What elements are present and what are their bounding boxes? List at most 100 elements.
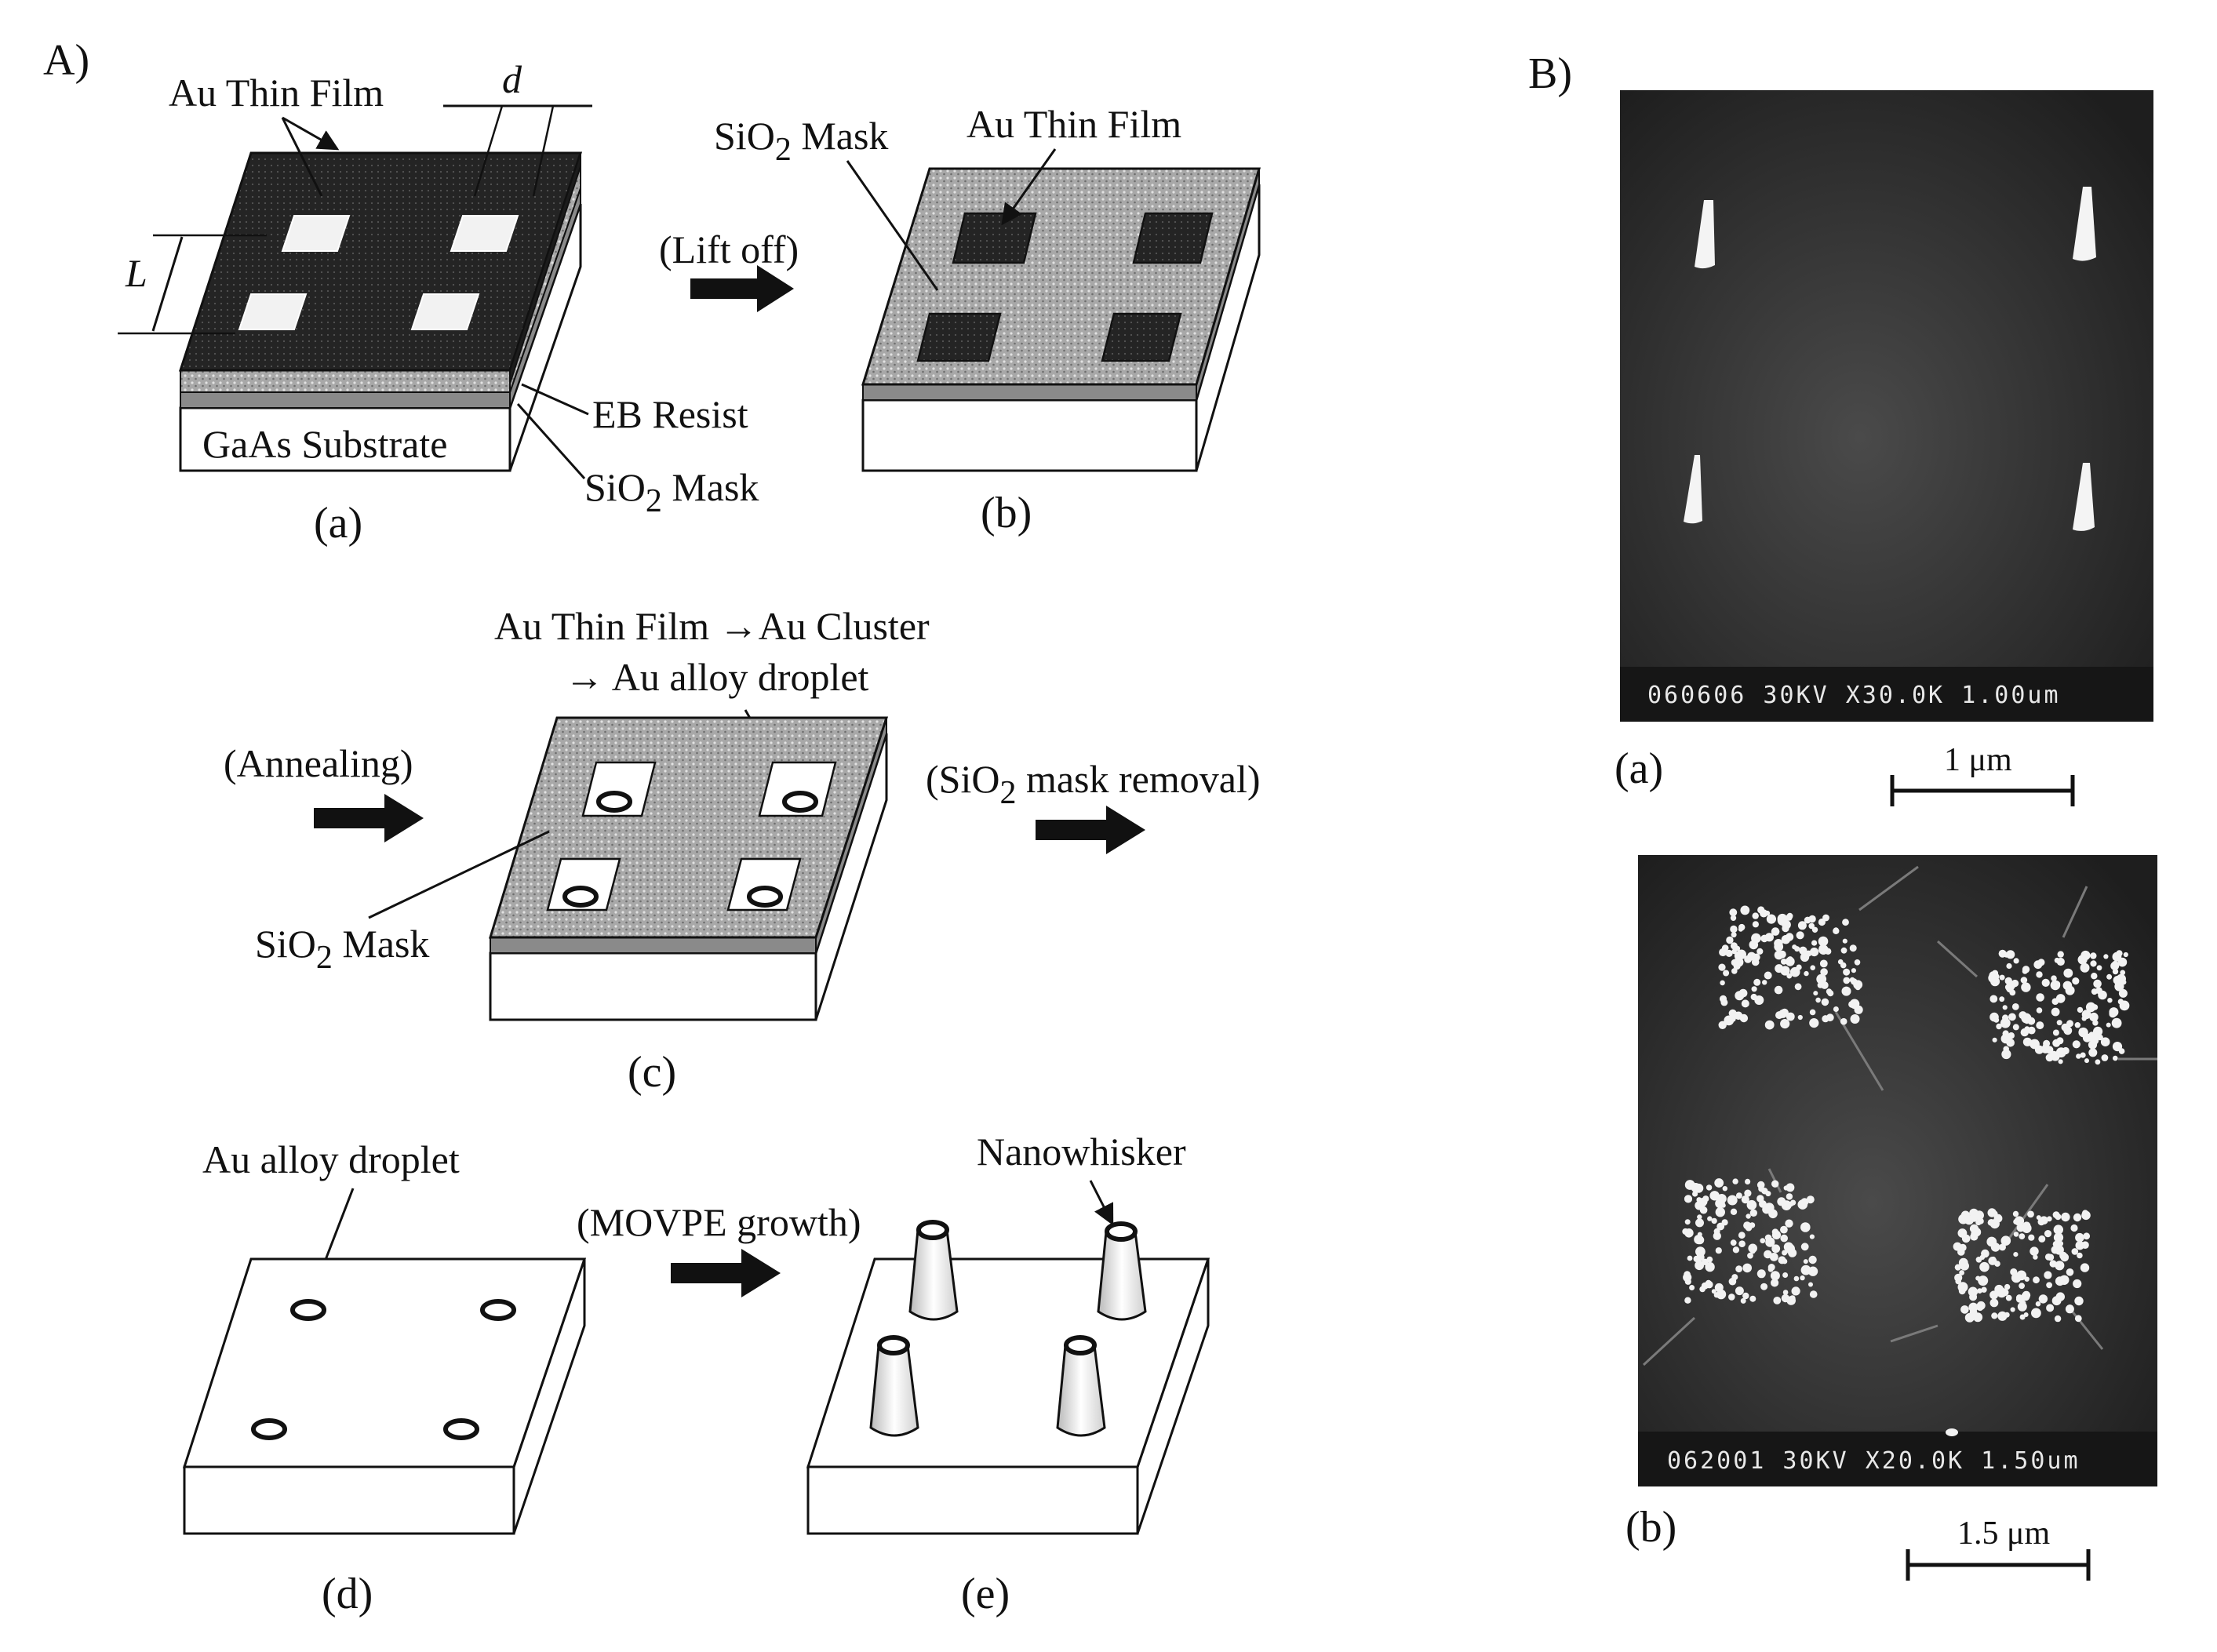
nanowire-dot [1800,1222,1811,1232]
nanowire-dot [2019,1314,2026,1320]
whisker [1056,1344,1106,1437]
nanowire-dot [1800,1275,1805,1281]
nanowire-dot [2036,993,2044,1002]
nanowire-dot [1808,922,1815,930]
whisker-tip [877,1335,910,1355]
nanowire-dot [2100,1037,2110,1046]
nanowire-dot [1837,959,1844,965]
nanowire-dot [1695,1261,1705,1271]
nanowire-dot [1764,910,1771,916]
nanowire-dot [2021,1013,2032,1024]
nanowire-dot [1797,921,1807,930]
nanowire-dot [1764,971,1772,980]
nanowire-dot [2022,1037,2032,1046]
nanowire-dot [1756,948,1764,955]
droplet-label-d: Au alloy droplet [202,1137,460,1181]
nanowire-dot [1800,1243,1809,1251]
nanowire-dot [1797,1014,1803,1021]
nanowire-dot [1969,1224,1979,1233]
nanowire-dot [2024,1026,2030,1032]
nanowire-dot [1760,934,1768,943]
nanowire-dot [2074,1296,2084,1306]
nanowire-dot [1730,915,1737,922]
sem-info-bar [1620,667,2153,722]
nanowire-dot [1718,963,1726,971]
nanowire-dot [1790,1199,1797,1206]
nanowire-dot [2088,1032,2095,1038]
nanowire-dot [1826,988,1833,995]
nanowire-dot [1707,1216,1713,1221]
nanowire-dot [2095,1059,2101,1065]
nanowire-dot [2065,985,2075,995]
nanowire-dot [1706,1256,1713,1263]
sem-info-bar [1638,1432,2157,1486]
nanowire-dot [1757,906,1765,914]
mask-removal-label: (SiO2 mask removal) [926,757,1260,811]
nanowire-dot [1976,1301,1986,1310]
nanowire-dot [1735,945,1741,952]
nanowire-dot [1996,1023,2002,1030]
nanowire-dot [1730,1239,1737,1246]
nanowire-dot [1751,933,1761,944]
nanowire-dot [2078,1027,2088,1038]
nanowire-dot [2024,1276,2030,1282]
caption-e: (e) [961,1570,1010,1618]
nanowire-dot [1738,1240,1746,1247]
nanowire-dot [2066,982,2072,988]
nanowire-dot [1822,914,1829,922]
nanowire-dot [1765,1191,1771,1197]
nanowire-dot [1969,1293,1978,1301]
nanowire-dot [1785,1219,1793,1228]
nanowire-dot [1714,1178,1724,1188]
sio2-layer-front [180,391,511,409]
nanowire-dot [1771,927,1780,936]
nanowire-dot [1842,919,1849,926]
diagram-c: (Annealing) Au Thin Film →Au Cluster → A… [224,604,1260,1097]
nanowire-dot [1815,997,1821,1003]
nanowire-dot [1971,1230,1979,1238]
nanowire-dot [2091,988,2098,995]
annealing-label: (Annealing) [224,741,413,785]
nanowire-dot [2081,1241,2089,1249]
nanowire-dot [2036,1007,2043,1013]
nanowire-dot [1999,974,2005,981]
nanowire-dot [2081,1016,2087,1021]
nanowire-dot [1760,1238,1766,1244]
nanowhisker-sem [1695,200,1715,269]
nanowire-dot [1728,1277,1737,1286]
nanowire-dot [2044,1230,2052,1238]
opening [281,215,351,252]
nanowire-dot [1744,1189,1752,1197]
nanowire-dot [2007,981,2015,990]
nanowire-dot [1738,923,1746,931]
nanowire-dot [2080,962,2090,973]
nanowire-dot [1989,995,1998,1003]
nanowire-dot [1808,1255,1817,1264]
nanowire-dot [1781,959,1787,965]
sem-info-a: 060606 30KV X30.0K 1.00um [1647,682,2061,709]
nanowire-dot [1782,1258,1788,1264]
nanowhisker-sem [2073,187,2096,261]
au-square [1101,312,1182,362]
nanowire-dot [2074,1315,2082,1323]
nanowire-dot [2110,961,2120,970]
annealing-arrow [314,794,424,842]
nanowire-dot [1767,1264,1775,1271]
nanowire-dot [2022,1223,2032,1234]
nanowire-dot [2036,971,2043,978]
nanowire-dot [1997,1311,2008,1321]
nanowire-dot [2035,1301,2041,1307]
nanowire-dot [1981,1286,1987,1293]
nanowire-dot [2106,1022,2111,1028]
nanowire-dot [2123,952,2128,958]
nanowire-dot [1773,1297,1782,1304]
nanowire-dot [2021,1292,2030,1301]
nanowire-dot [2080,1052,2086,1058]
nanowire-dot [1749,1295,1756,1302]
nanowire-dot [1804,916,1811,924]
nanowire-dot [1726,936,1734,944]
nanowire-dot [1697,1214,1702,1220]
nanowire-dot [1711,1289,1716,1294]
nanowire-dot [2055,981,2061,987]
nanowire-dot [1990,977,2000,987]
